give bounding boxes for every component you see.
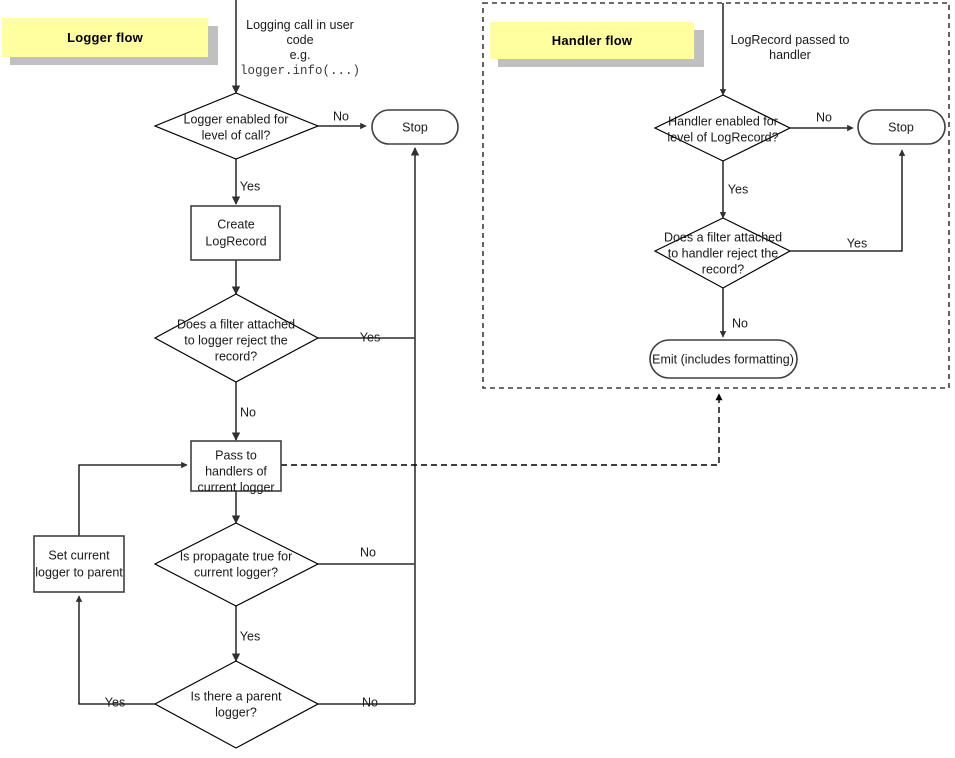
node-is-propagate-line1: Is propagate true for (180, 549, 293, 563)
edge-has-parent-yes (75, 595, 155, 705)
node-emit[interactable]: Emit (includes formatting) (649, 339, 798, 379)
node-pass-to-handlers-line2: handlers of (205, 464, 267, 478)
node-is-propagate-line2: current logger? (194, 565, 278, 579)
edge-label-handler-enabled-yes: Yes (728, 182, 748, 196)
node-handler-enabled-line2: level of LogRecord? (667, 130, 778, 144)
edge-pass-to-handler-flow (281, 393, 723, 466)
logger-entry-caption-line1: Logging call in user (246, 18, 354, 32)
edge-label-logger-filter-no: No (240, 405, 256, 419)
node-create-logrecord-line2: LogRecord (205, 234, 266, 248)
node-logger-filter-line3: record? (215, 349, 257, 363)
logger-entry-caption-code: logger.info(...) (240, 64, 360, 78)
node-logger-enabled[interactable]: Logger enabled for level of call? (153, 92, 320, 160)
node-pass-to-handlers[interactable]: Pass to handlers of current logger (190, 440, 282, 494)
edge-label-propagate-no: No (360, 545, 376, 559)
node-handler-filter[interactable]: Does a filter attached to handler reject… (653, 217, 792, 289)
node-logger-filter[interactable]: Does a filter attached to logger reject … (153, 293, 320, 383)
node-logger-enabled-line2: level of call? (202, 128, 271, 142)
node-set-parent-line1: Set current (48, 548, 110, 562)
node-logger-filter-line1: Does a filter attached (177, 317, 295, 331)
handler-flow-banner: Handler flow (490, 22, 706, 70)
node-handler-stop-label: Stop (888, 120, 914, 134)
node-is-propagate[interactable]: Is propagate true for current logger? (153, 522, 320, 607)
node-pass-to-handlers-line3: current logger (197, 480, 274, 494)
edge-label-handler-filter-no: No (732, 316, 748, 330)
node-has-parent-line1: Is there a parent (190, 689, 282, 703)
node-logger-enabled-line1: Logger enabled for (184, 112, 289, 126)
node-handler-filter-line3: record? (702, 262, 744, 276)
edge-label-has-parent-no: No (362, 695, 378, 709)
edge-label-propagate-yes: Yes (240, 629, 260, 643)
node-emit-label: Emit (includes formatting) (652, 352, 794, 366)
node-has-parent[interactable]: Is there a parent logger? (153, 660, 320, 749)
logger-entry-caption-line3: e.g. (290, 48, 311, 62)
node-logger-stop[interactable]: Stop (371, 109, 459, 145)
handler-flow-group-boundary (482, 2, 950, 389)
node-create-logrecord[interactable]: Create LogRecord (190, 205, 281, 261)
node-has-parent-line2: logger? (215, 705, 257, 719)
node-create-logrecord-line1: Create (217, 217, 255, 231)
edge-set-parent-to-pass (78, 461, 188, 536)
edge-label-logger-filter-yes: Yes (360, 330, 380, 344)
handler-flow-banner-label: Handler flow (551, 33, 633, 48)
node-pass-to-handlers-line1: Pass to (215, 448, 257, 462)
edge-label-logger-enabled-yes: Yes (240, 179, 260, 193)
handler-entry-caption-line1: LogRecord passed to (731, 33, 850, 47)
handler-entry-caption-line2: handler (769, 48, 811, 62)
node-handler-stop[interactable]: Stop (857, 109, 946, 145)
node-set-parent-line2: logger to parent (35, 565, 123, 579)
logger-flow-banner-label: Logger flow (67, 30, 143, 45)
node-logger-stop-label: Stop (402, 120, 428, 134)
edge-label-logger-enabled-no: No (333, 109, 349, 123)
edge-label-handler-filter-yes: Yes (847, 236, 867, 250)
node-handler-filter-line1: Does a filter attached (664, 230, 782, 244)
node-logger-filter-line2: to logger reject the (184, 333, 288, 347)
edge-label-handler-enabled-no: No (816, 110, 832, 124)
edge-label-has-parent-yes: Yes (105, 695, 125, 709)
edge-handler-filter-yes (790, 149, 906, 252)
node-handler-enabled-line1: Handler enabled for (668, 114, 778, 128)
node-handler-enabled[interactable]: Handler enabled for level of LogRecord? (653, 94, 792, 162)
node-set-parent[interactable]: Set current logger to parent (33, 535, 125, 593)
node-handler-filter-line2: to handler reject the (668, 246, 779, 260)
logger-flow-banner: Logger flow (2, 18, 218, 66)
logger-entry-caption-line2: code (286, 33, 313, 47)
logger-flow-banner-fill: Logger flow (2, 18, 208, 57)
handler-flow-banner-fill: Handler flow (490, 22, 694, 59)
